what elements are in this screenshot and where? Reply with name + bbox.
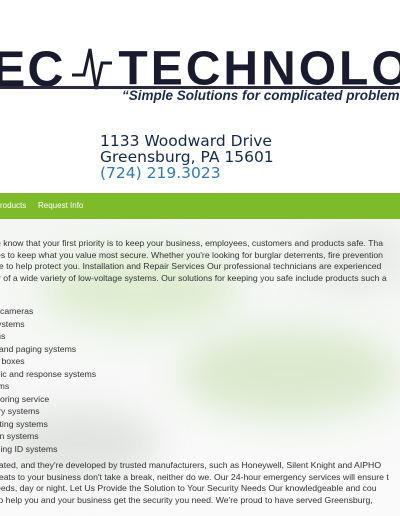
- logo-underline: [0, 86, 400, 89]
- pulse-icon: [71, 48, 112, 90]
- paragraph-line: reats to your business don't take a brea…: [0, 471, 389, 482]
- background-blur: [180, 329, 400, 419]
- address-city: Greensburg, PA 15601: [100, 148, 274, 166]
- outro-paragraph: rated, and they're developed by trusted …: [0, 460, 400, 506]
- paragraph-line: to help you and your business get the se…: [0, 494, 373, 505]
- site-header: EC TECHNOLOG “Simple Solutions for compl…: [0, 0, 400, 128]
- list-item: arms: [0, 331, 6, 341]
- list-item: s systems: [0, 318, 25, 329]
- paragraph-line: eeds, day or night. Let Us Provide the S…: [0, 483, 377, 493]
- address-street: 1133 Woodward Drive: [100, 132, 272, 150]
- background-blur: [0, 409, 160, 479]
- paragraph-line: re to help protect you. Installation and…: [0, 261, 382, 271]
- paragraph-line: e know that your first priority is to ke…: [0, 238, 384, 248]
- list-item: stems: [0, 381, 10, 391]
- intro-paragraph: e know that your first priority is to ke…: [0, 238, 400, 284]
- paragraph-line: ir of a wide variety of low-voltage syst…: [0, 272, 387, 283]
- nav-link-products[interactable]: roducts: [0, 201, 27, 210]
- list-item: onitoring service: [0, 393, 50, 404]
- list-item: adging ID systems: [0, 443, 58, 454]
- list-item: ction systems: [0, 431, 39, 441]
- list-item: rity cameras: [0, 306, 34, 316]
- main-content: e know that your first priority is to ke…: [0, 219, 400, 516]
- nav-link-request-info[interactable]: Request Info: [38, 201, 84, 210]
- product-list: rity cameras s systems arms PA and pagin…: [0, 305, 96, 455]
- list-item: PA and paging systems: [0, 343, 77, 354]
- logo-tagline: “Simple Solutions for complicated proble…: [122, 88, 400, 103]
- list-item: entry systems: [0, 406, 40, 416]
- paragraph-line: es to keep what you value most secure. W…: [0, 249, 384, 260]
- list-item: call boxes: [0, 356, 25, 366]
- contact-address: 1133 Woodward Drive Greensburg, PA 15601…: [100, 133, 274, 181]
- phone-number[interactable]: (724) 219.3023: [100, 164, 221, 182]
- background-blur: [40, 249, 240, 329]
- background-blur: [300, 229, 400, 289]
- list-item: panic and response systems: [0, 368, 97, 379]
- paragraph-line: rated, and they're developed by trusted …: [0, 460, 382, 470]
- main-nav: roducts Request Info: [0, 193, 400, 219]
- list-item: lighting systems: [0, 418, 48, 429]
